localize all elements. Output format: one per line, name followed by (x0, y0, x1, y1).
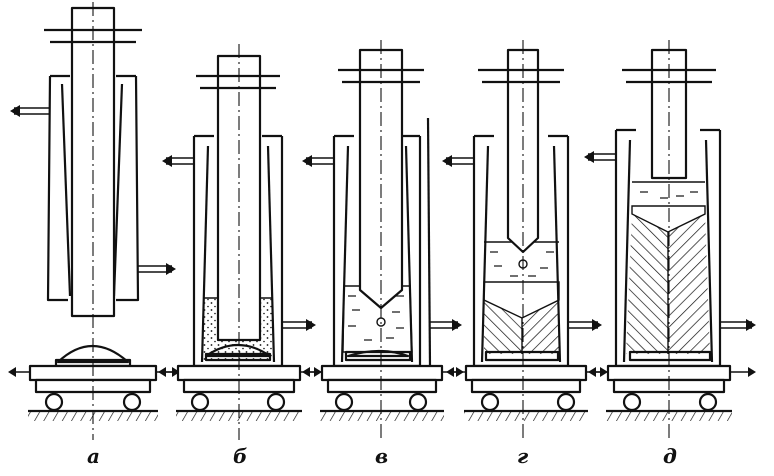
metal-pool-g (483, 281, 560, 319)
coolant-outlet-arrow-v (430, 319, 462, 331)
carriage-a (8, 364, 180, 412)
ingot-right-d (668, 214, 710, 354)
ingot-left-d (626, 214, 668, 354)
panel-label-a: а (87, 444, 100, 468)
slag-dashes-v (348, 295, 404, 341)
panel-a: а (8, 2, 180, 468)
coolant-inlet-arrow-v (302, 155, 334, 167)
slag-dashes-g (490, 251, 554, 277)
ingot-base-g (484, 350, 560, 362)
coolant-outlet-arrow-g (568, 319, 602, 331)
ingot-right-g (522, 300, 559, 354)
ground-v (320, 409, 444, 421)
panel-g: г (442, 40, 608, 468)
coolant-inlet-arrow-g (442, 155, 474, 167)
starting-charge-b (204, 344, 272, 362)
coolant-inlet-arrow-d (584, 151, 616, 163)
coolant-outlet-arrow-d (720, 319, 756, 331)
coolant-inlet-arrow-a (10, 105, 50, 117)
panel-label-g: г (517, 444, 529, 468)
panel-label-b: б (233, 444, 247, 468)
ground-g (464, 409, 588, 421)
panel-b: б (158, 44, 322, 468)
panel-d: д (584, 40, 756, 468)
coolant-outlet-arrow-a (138, 263, 176, 275)
electrode-g (478, 48, 564, 254)
ingot-start-v (344, 349, 412, 362)
carriage-g (446, 364, 608, 412)
carriage-v (302, 364, 464, 412)
metal-pool-d (631, 205, 706, 233)
carriage-d (588, 364, 756, 412)
ingot-left-g (484, 300, 522, 354)
carriage-b (158, 364, 322, 412)
mould-a (46, 74, 140, 302)
coolant-outlet-arrow-b (282, 319, 316, 331)
panel-label-d: д (663, 444, 677, 468)
ingot-base-d (628, 350, 712, 362)
panel-label-v: в (375, 444, 388, 468)
coolant-inlet-arrow-b (162, 155, 194, 167)
panel-v: в (302, 40, 464, 468)
slag-dashes-d (640, 191, 698, 199)
